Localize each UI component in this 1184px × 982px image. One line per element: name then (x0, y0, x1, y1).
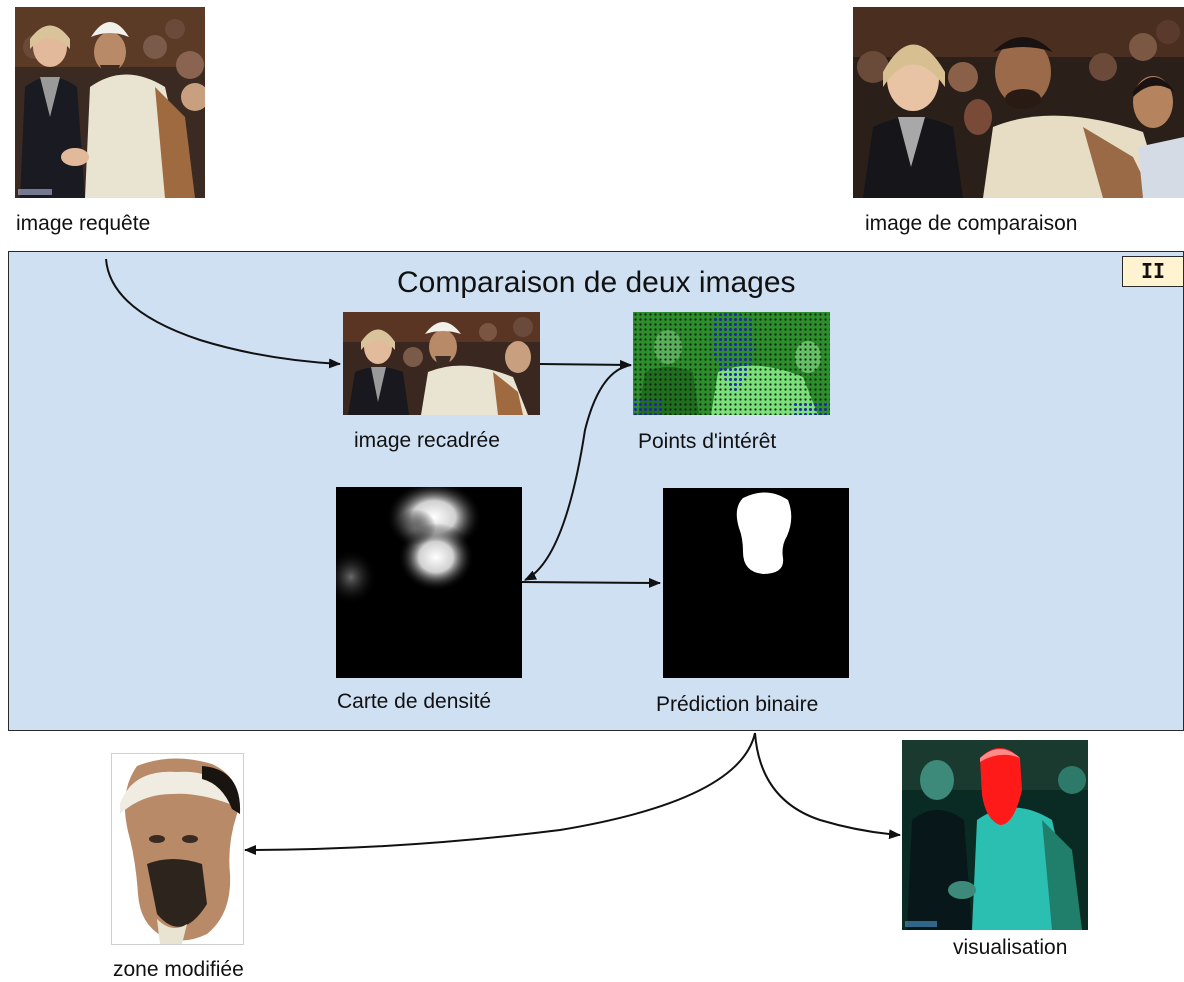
binary-prediction-label: Prédiction binaire (656, 693, 819, 716)
modified-zone-label: zone modifiée (113, 958, 244, 981)
query-image-label: image requête (16, 212, 151, 235)
arrow-binary-to-visualisation (754, 732, 901, 840)
cropped-image-label: image recadrée (354, 429, 500, 452)
arrow-binary-to-zone (244, 732, 756, 855)
interest-points-image (633, 312, 830, 415)
panel-title: Comparaison de deux images (397, 266, 796, 299)
arrow-cropped-to-points (539, 359, 632, 370)
density-map-image (336, 487, 522, 678)
panel-badge: II (1122, 256, 1184, 287)
visualisation-image (902, 740, 1088, 930)
interest-points-label: Points d'intérêt (638, 430, 777, 453)
arrow-query-to-cropped (105, 258, 341, 369)
comparison-image-label: image de comparaison (865, 212, 1078, 235)
query-image (15, 7, 205, 198)
arrow-density-to-binary (521, 577, 661, 588)
arrow-points-to-density (524, 364, 632, 581)
binary-prediction-image (663, 488, 849, 678)
comparison-image (853, 7, 1184, 198)
visualisation-label: visualisation (953, 936, 1068, 959)
comparison-panel (8, 251, 1184, 731)
modified-zone-image (111, 753, 244, 945)
density-map-label: Carte de densité (337, 690, 492, 713)
cropped-image (343, 312, 540, 415)
